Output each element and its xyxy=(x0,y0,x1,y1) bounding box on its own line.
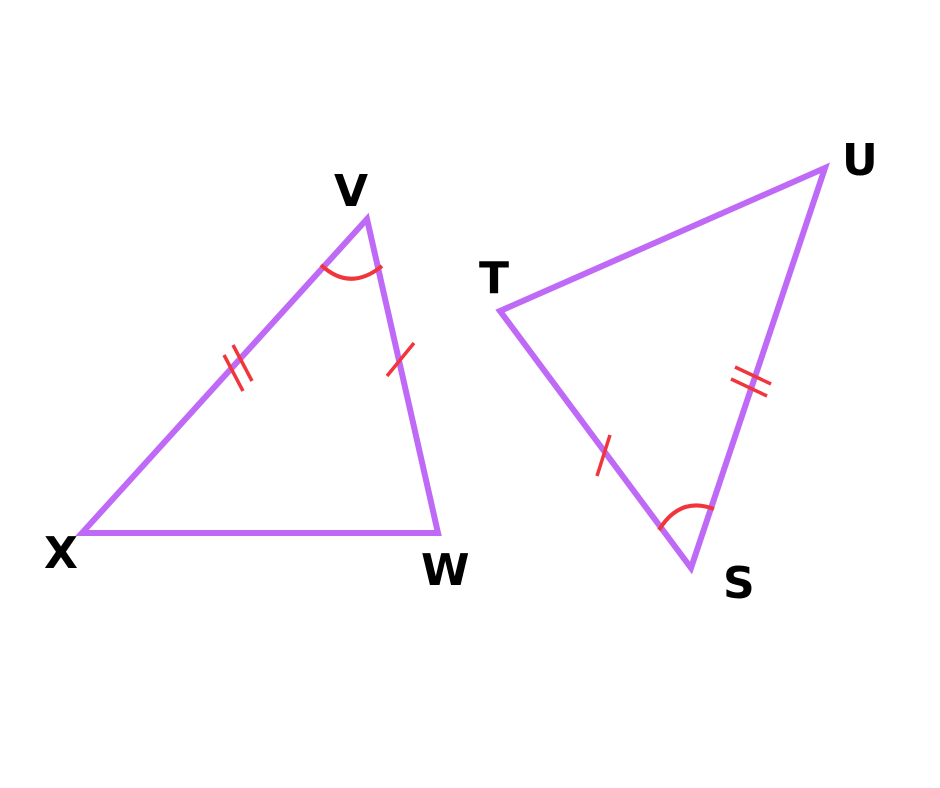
side-su-tick-1 xyxy=(734,365,772,386)
side-su-tick-2 xyxy=(730,377,768,398)
triangle-tus: T U S xyxy=(479,135,878,609)
vertex-label-x: X xyxy=(44,528,78,579)
vertex-label-u: U xyxy=(842,135,878,186)
triangle-vwx-outline xyxy=(75,212,442,536)
vertex-label-w: W xyxy=(421,545,470,596)
vertex-label-t: T xyxy=(479,253,509,304)
angle-s-arc xyxy=(657,503,715,532)
vertex-label-v: V xyxy=(334,166,368,217)
triangle-vwx: V W X xyxy=(44,166,470,596)
side-ts-tick xyxy=(595,434,612,477)
angle-v-arc xyxy=(319,263,384,281)
side-vx-tick-2 xyxy=(231,344,254,382)
vertex-label-s: S xyxy=(723,558,755,609)
side-vx-tick-1 xyxy=(222,354,245,392)
side-vw-tick xyxy=(385,341,416,378)
triangle-tus-outline xyxy=(495,162,830,575)
